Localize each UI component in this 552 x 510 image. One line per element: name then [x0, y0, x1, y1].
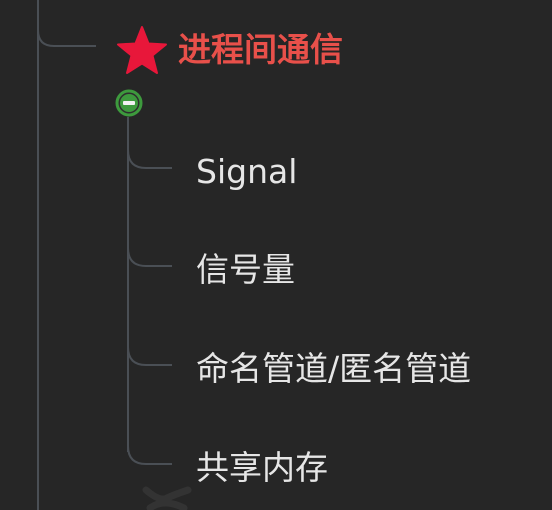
child-node-semaphore[interactable]: 信号量 [196, 250, 295, 289]
child-node-shared-memory[interactable]: 共享内存 [196, 448, 328, 487]
topic-title[interactable]: 进程间通信 [178, 30, 343, 69]
topic-branch-line [37, 0, 96, 47]
child-node-pipes[interactable]: 命名管道/匿名管道 [196, 349, 472, 388]
child-branch-line-1 [127, 149, 172, 169]
child-branch-line-3 [127, 346, 172, 366]
child-branch-line-4 [127, 445, 172, 465]
partial-drag-mark [142, 486, 192, 510]
child-node-signal[interactable]: Signal [196, 152, 298, 191]
star-icon [117, 26, 167, 74]
collapse-minus-icon[interactable] [114, 88, 144, 118]
child-branch-line-2 [127, 247, 172, 267]
